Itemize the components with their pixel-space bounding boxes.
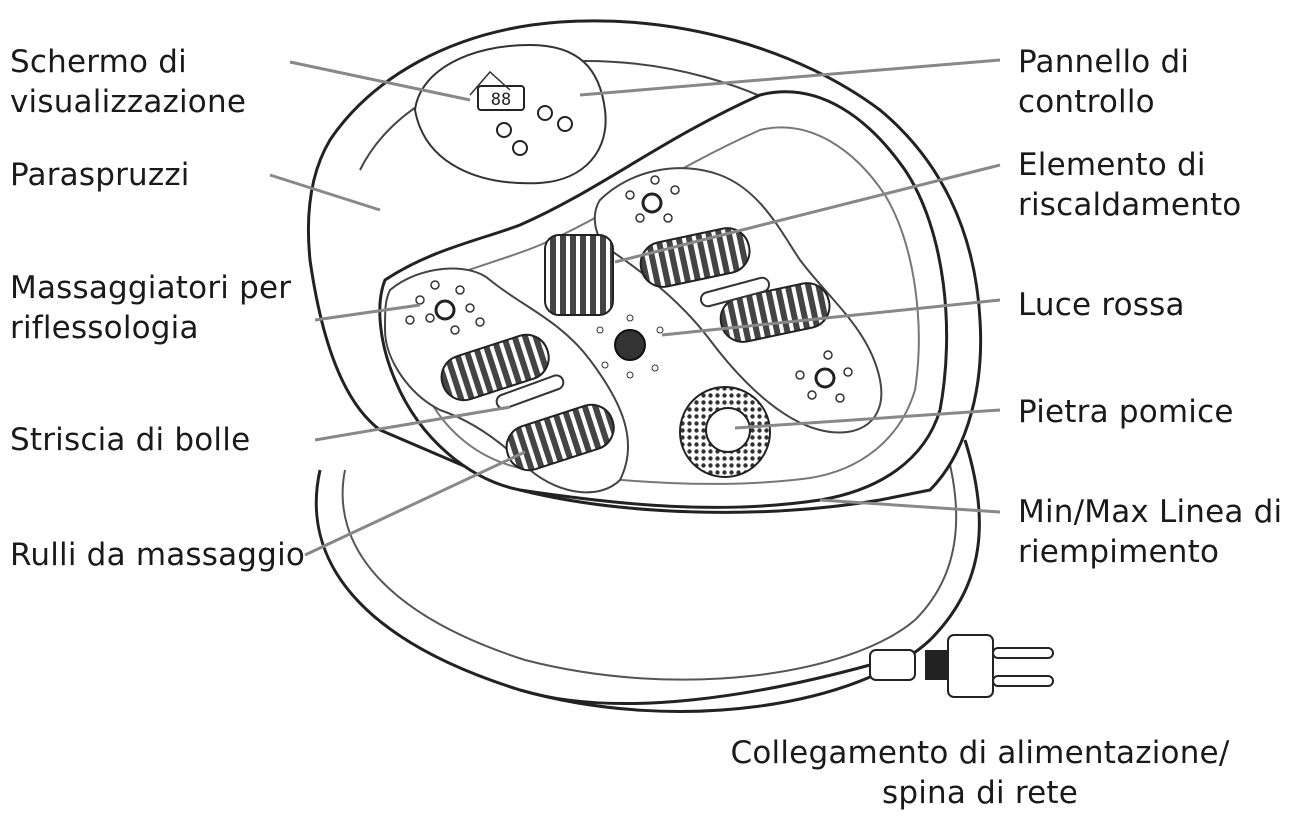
massage-roller-2 — [505, 403, 615, 472]
leader-rollers — [304, 450, 526, 557]
reflexology-massager-right — [625, 175, 853, 403]
leader-fill-line — [819, 498, 1001, 514]
control-button-2[interactable] — [557, 116, 573, 132]
label-massage-rollers: Rulli da massaggio — [10, 537, 306, 573]
control-panel-area — [413, 43, 607, 185]
leader-reflexology — [314, 303, 421, 322]
label-reflexology-massagers: Massaggiatori per riflessologia — [10, 270, 292, 346]
leader-display — [289, 60, 471, 102]
leader-bubble-strip — [314, 405, 511, 442]
control-button-3[interactable] — [496, 122, 512, 138]
label-bubble-strip: Striscia di bolle — [10, 422, 251, 458]
display-screen: 88 — [477, 85, 525, 111]
label-pumice-stone: Pietra pomice — [1018, 394, 1234, 430]
control-button-1[interactable] — [537, 105, 553, 121]
reflexology-massager-left — [405, 280, 485, 335]
leader-pumice — [734, 408, 1001, 430]
label-control-panel: Pannello di controllo — [1018, 44, 1190, 120]
leader-control-panel — [579, 58, 1001, 97]
leader-splash-guard — [269, 173, 381, 212]
bubble-strip-left — [495, 374, 565, 410]
leader-heating — [614, 163, 1001, 264]
base-outline — [314, 439, 981, 713]
label-heating-element: Elemento di riscaldamento — [1018, 147, 1242, 223]
label-display-screen: Schermo di visualizzazione — [10, 44, 247, 120]
heating-element — [544, 234, 614, 316]
power-cord — [519, 663, 871, 706]
label-red-light: Luce rossa — [1018, 287, 1185, 323]
leader-red-light — [661, 298, 1001, 337]
red-light — [596, 314, 664, 379]
control-button-4[interactable] — [512, 140, 528, 156]
massage-roller-3 — [639, 227, 751, 288]
massage-roller-1 — [440, 333, 550, 402]
bubble-strip-right — [699, 276, 771, 308]
pumice-stone — [679, 386, 771, 478]
label-fill-line: Min/Max Linea di riempimento — [1018, 494, 1283, 570]
power-plug — [869, 634, 1054, 698]
base-inner-outline — [341, 444, 958, 681]
label-power-connection: Collegamento di alimentazione/ spina di … — [730, 735, 1230, 811]
display-digits: 88 — [491, 90, 511, 110]
label-splash-guard: Paraspruzzi — [10, 157, 190, 193]
leader-lines — [269, 58, 1001, 557]
